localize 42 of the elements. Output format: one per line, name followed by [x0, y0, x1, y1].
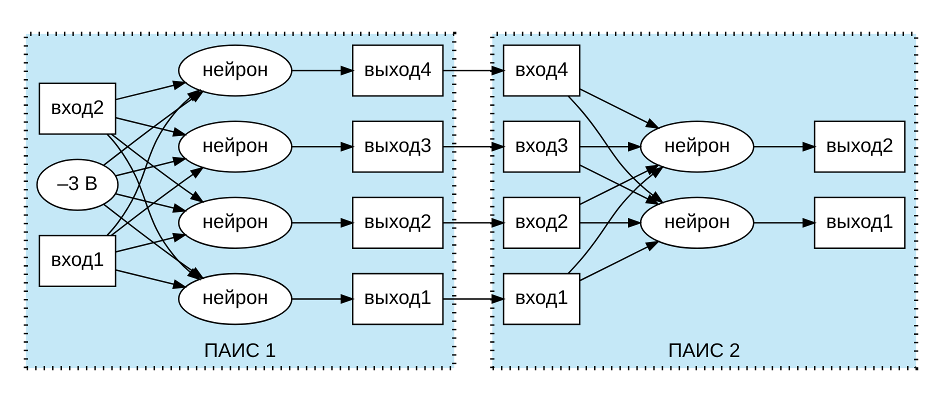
node-ellipse: нейрон — [640, 196, 754, 248]
node-box: вход2 — [38, 82, 116, 134]
arrow — [580, 141, 642, 152]
arrow — [110, 133, 204, 202]
arrow — [292, 294, 355, 304]
arrow — [443, 65, 506, 76]
node-ellipse: нейрон — [178, 120, 292, 172]
arrow — [115, 232, 188, 252]
node-box: выход3 — [352, 120, 444, 172]
node-ellipse: нейрон — [178, 272, 292, 325]
arrow — [110, 166, 204, 236]
arrow — [115, 268, 188, 288]
arrow — [580, 240, 660, 281]
node-box: выход2 — [352, 196, 444, 248]
arrow — [292, 141, 355, 152]
node-box: выход2 — [814, 120, 906, 172]
node-box: выход4 — [352, 44, 444, 96]
arrow — [754, 217, 817, 228]
node-box: вход4 — [502, 44, 580, 96]
node-ellipse: нейрон — [178, 44, 292, 96]
arrow — [754, 141, 817, 152]
node-box: вход1 — [38, 234, 116, 286]
node-ellipse: –3 В — [36, 158, 119, 210]
arrow — [115, 192, 188, 212]
arrow — [443, 141, 506, 152]
arrow — [115, 80, 188, 100]
node-box: выход1 — [352, 272, 444, 325]
arrow — [292, 65, 355, 76]
node-box: вход3 — [502, 120, 580, 172]
node-box: вход2 — [502, 196, 580, 248]
node-box: вход1 — [502, 272, 580, 325]
arrow — [115, 156, 188, 176]
node-ellipse: нейрон — [178, 196, 292, 248]
arrow — [580, 217, 642, 228]
node-box: выход1 — [814, 196, 906, 248]
arrow — [443, 217, 506, 228]
node-ellipse: нейрон — [640, 120, 754, 172]
arrow — [580, 88, 660, 128]
arrow — [443, 294, 506, 304]
arrow — [115, 116, 188, 136]
arrow — [103, 203, 204, 279]
arrow — [292, 217, 355, 228]
